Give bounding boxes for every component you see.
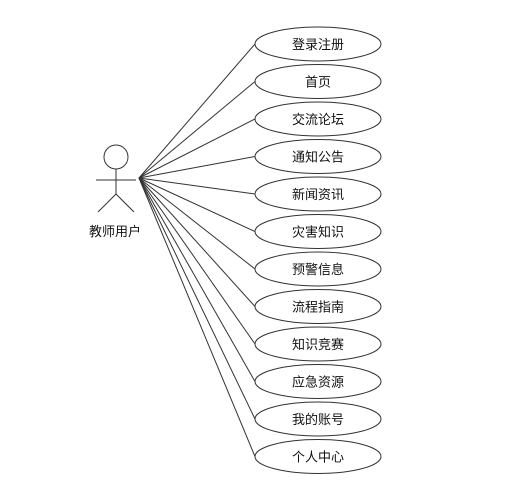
association-line [138,118,256,179]
use-case-label: 应急资源 [292,375,344,391]
use-case-label: 交流论坛 [292,112,344,128]
use-case-ellipse [254,364,382,399]
association-line [138,177,256,457]
association-line [138,177,256,307]
use-case-3: 交流论坛 [254,101,382,137]
association-line [138,81,256,179]
association-line [138,177,256,195]
use-case-10: 应急资源 [254,364,382,399]
use-case-label: 个人中心 [292,451,344,466]
actor-head [103,144,129,170]
use-case-label: 流程指南 [292,300,344,316]
use-case-label: 预警信息 [292,262,344,278]
association-lines [138,43,256,457]
use-case-11: 我的账号 [254,401,382,437]
use-case-9: 知识竞赛 [254,326,382,362]
use-case-label: 我的账号 [292,412,344,428]
use-case-ellipse [254,139,382,174]
use-case-label: 通知公告 [292,150,344,166]
use-case-ellipse [254,26,382,62]
use-case-ellipse [254,401,382,437]
use-case-4: 通知公告 [254,139,382,174]
actor-left-leg [97,193,117,213]
actor-label: 教师用户 [89,224,141,240]
use-case-label: 登录注册 [292,38,344,53]
association-line [138,177,256,345]
actor-right-leg [115,193,135,213]
use-case-ellipse [254,289,382,324]
use-case-ellipse [254,439,382,474]
use-case-label: 首页 [305,76,331,91]
use-case-7: 预警信息 [254,251,382,287]
use-case-ellipse [254,176,382,212]
use-case-6: 灾害知识 [254,214,382,249]
use-case-ellipse [254,214,382,249]
use-case-2: 首页 [254,64,382,99]
use-case-ellipse [254,101,382,137]
use-case-12: 个人中心 [254,439,382,474]
association-line [138,177,256,420]
use-case-label: 新闻资讯 [292,187,344,203]
association-line [138,177,256,270]
use-case-8: 流程指南 [254,289,382,324]
use-case-ellipse [254,64,382,99]
association-line [138,177,256,232]
association-line [138,177,256,382]
use-case-list: 登录注册首页交流论坛通知公告新闻资讯灾害知识预警信息流程指南知识竞赛应急资源我的… [254,26,382,474]
use-case-5: 新闻资讯 [254,176,382,212]
actor-teacher-user: 教师用户 [89,144,141,240]
use-case-1: 登录注册 [254,26,382,62]
association-line [138,43,256,179]
use-case-ellipse [254,326,382,362]
use-case-label: 灾害知识 [292,225,344,241]
use-case-ellipse [254,251,382,287]
association-line [138,156,256,179]
use-case-label: 知识竞赛 [292,337,344,353]
